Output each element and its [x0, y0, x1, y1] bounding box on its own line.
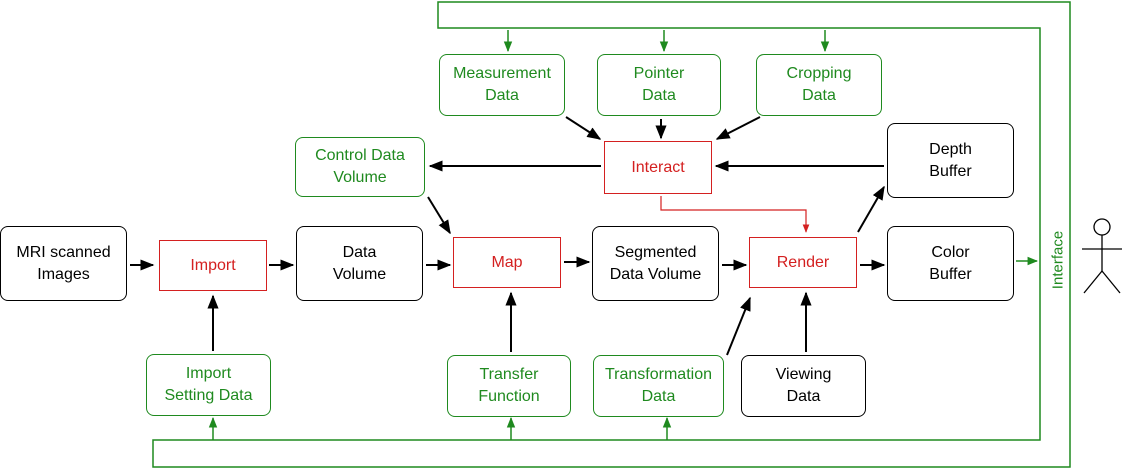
node-color-buffer: Color Buffer	[887, 226, 1014, 301]
node-measurement-data: Measurement Data	[439, 54, 565, 116]
process-interact: Interact	[604, 141, 712, 194]
node-depth-buffer: Depth Buffer	[887, 123, 1014, 198]
node-segmented-data-volume: Segmented Data Volume	[592, 226, 719, 301]
node-viewing-data: Viewing Data	[741, 355, 866, 417]
arrow-measurement-to-interact	[565, 116, 602, 140]
node-import-setting-data: Import Setting Data	[146, 354, 271, 416]
arrow-render-to-depth	[857, 185, 885, 233]
process-map: Map	[453, 237, 561, 288]
node-pointer-data: Pointer Data	[597, 54, 721, 116]
node-data-volume: Data Volume	[296, 226, 423, 301]
node-mri-images: MRI scanned Images	[0, 226, 127, 301]
node-control-data-volume: Control Data Volume	[295, 137, 425, 197]
process-import: Import	[159, 240, 267, 291]
interface-loop-line	[152, 1, 1071, 468]
stick-figure-user-icon	[1082, 218, 1122, 294]
interface-label: Interface	[1049, 230, 1067, 290]
node-cropping-data: Cropping Data	[756, 54, 882, 116]
node-transformation-data: Transformation Data	[593, 355, 724, 417]
process-render: Render	[749, 237, 857, 288]
arrow-interact-to-render	[660, 196, 810, 233]
arrow-transformation-to-render	[726, 296, 751, 356]
arrow-control-data-to-map	[427, 196, 451, 235]
node-transfer-function: Transfer Function	[447, 355, 571, 417]
arrow-cropping-to-interact	[715, 116, 761, 140]
